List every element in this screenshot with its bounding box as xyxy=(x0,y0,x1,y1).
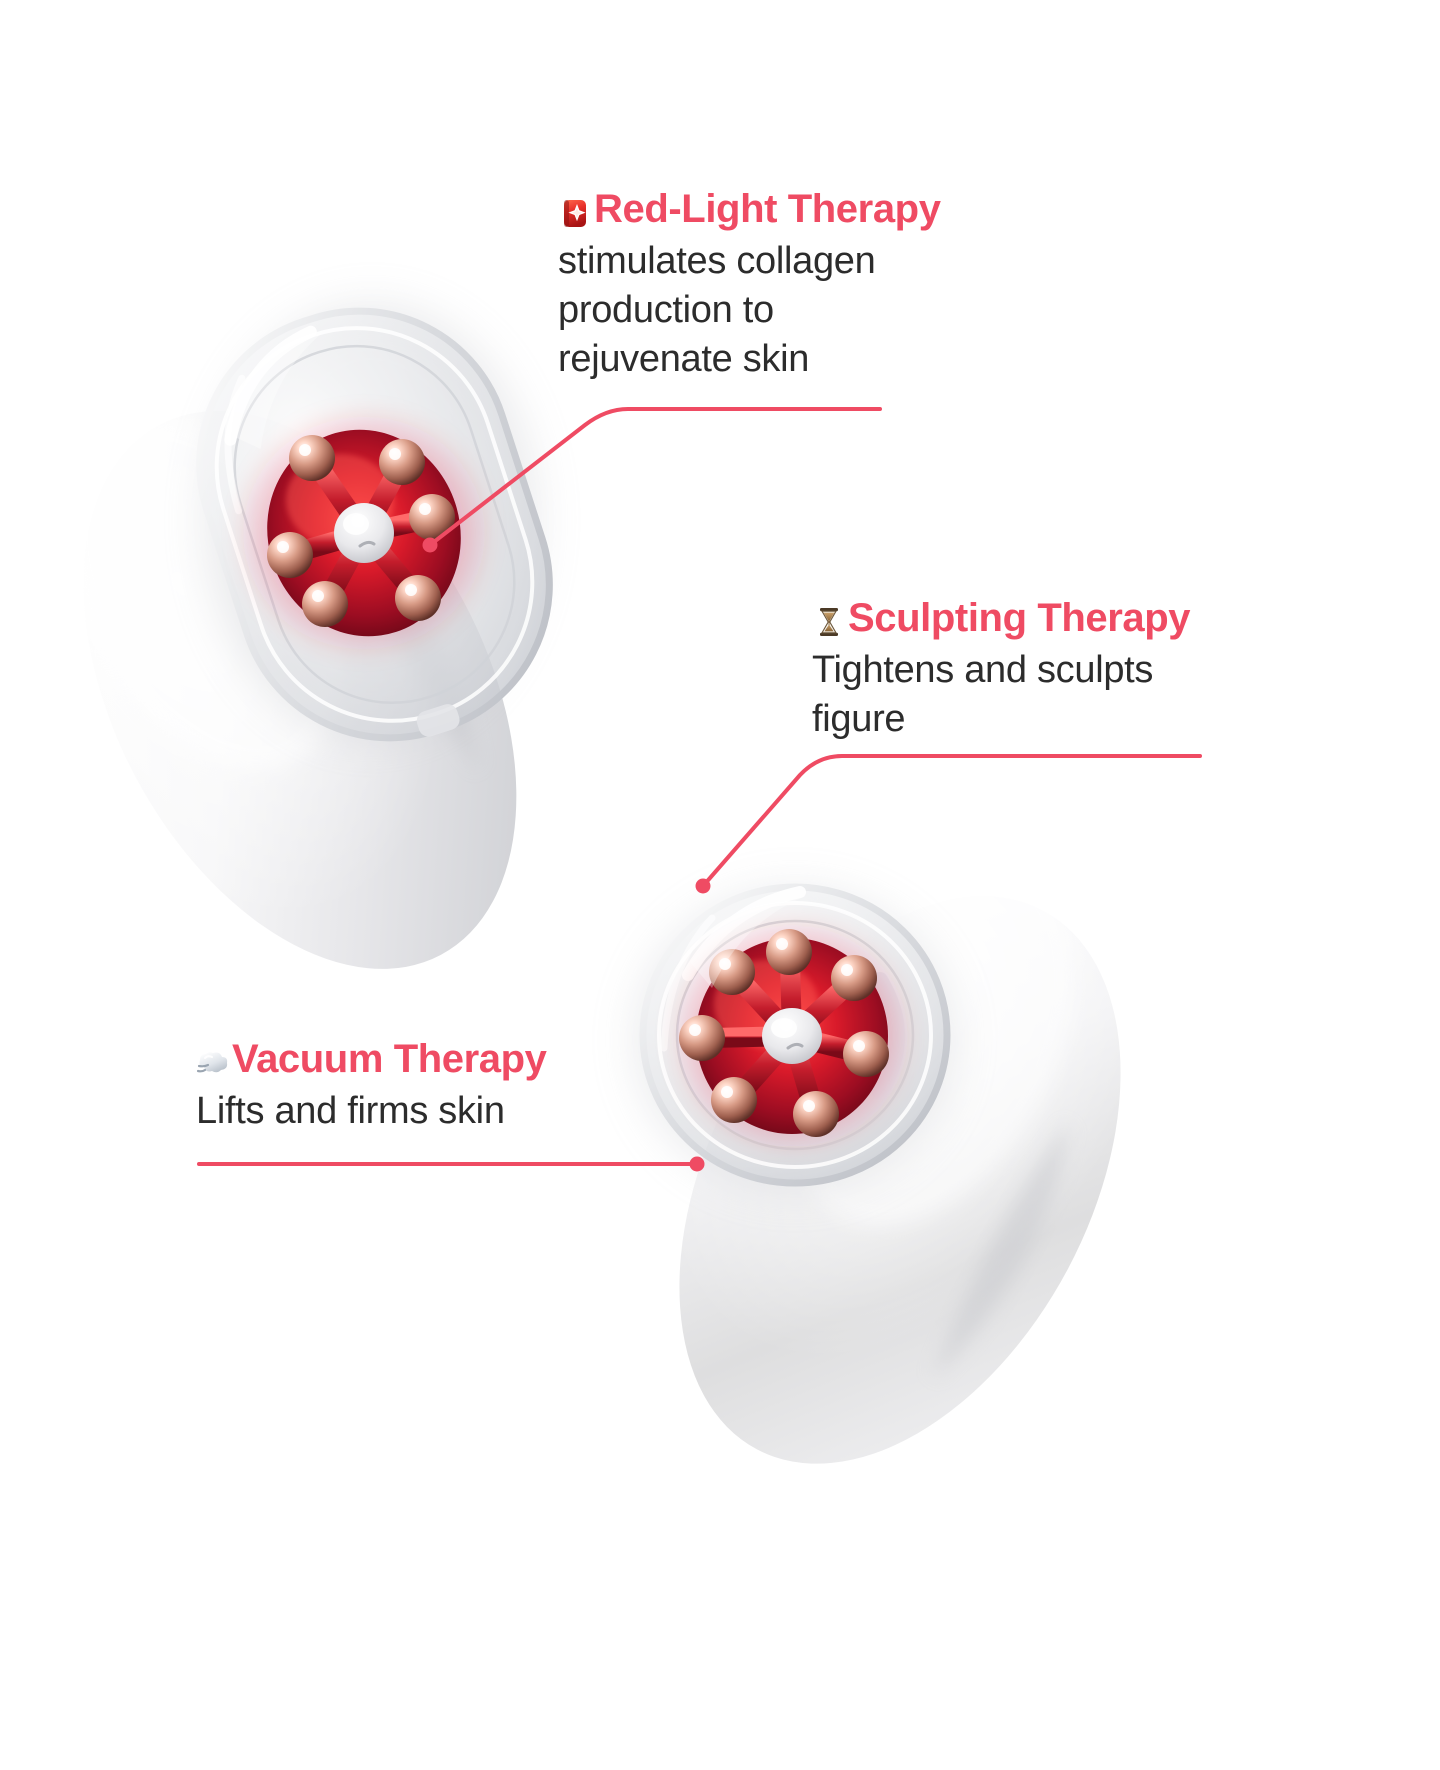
red-light-headline: Red-Light Therapy xyxy=(558,186,941,233)
connector-red-light xyxy=(422,407,882,553)
air-puff-icon xyxy=(196,1044,230,1078)
red-light-body-line-2: production to xyxy=(558,289,774,332)
device-upper-left xyxy=(66,305,553,969)
sculpting-body: Tightens and sculpts figure xyxy=(812,646,1190,744)
clear-dome-cup-lower xyxy=(639,883,951,1187)
sculpting-headline: Sculpting Therapy xyxy=(812,595,1191,642)
red-light-chamber-lower xyxy=(696,938,888,1134)
vacuum-headline-text: Vacuum Therapy xyxy=(232,1037,547,1081)
clear-dome-cup-upper xyxy=(196,307,553,742)
electrode-array-upper xyxy=(267,435,455,627)
red-light-body-line-1: stimulates collagen xyxy=(558,240,876,283)
vacuum-body: Lifts and firms skin xyxy=(196,1087,547,1136)
red-light-body-line-3: rejuvenate skin xyxy=(558,338,810,381)
connector-sculpting xyxy=(695,754,1202,894)
sculpting-body-line-2: figure xyxy=(812,698,906,741)
red-light-headline-text: Red-Light Therapy xyxy=(594,187,941,231)
red-light-body: stimulates collagen production to rejuve… xyxy=(558,237,941,384)
callout-vacuum: Vacuum Therapy Lifts and firms skin xyxy=(196,1036,547,1136)
sculpting-headline-text: Sculpting Therapy xyxy=(848,596,1191,640)
vacuum-body-line-1: Lifts and firms skin xyxy=(196,1090,505,1133)
connector-vacuum xyxy=(197,1156,705,1172)
sculpting-body-line-1: Tightens and sculpts xyxy=(812,649,1154,692)
callout-sculpting: Sculpting Therapy Tightens and sculpts f… xyxy=(812,595,1191,744)
electrode-array-lower xyxy=(679,929,889,1137)
red-light-chamber-upper xyxy=(267,429,461,637)
device-lower-right xyxy=(635,863,1121,1464)
callout-red-light: Red-Light Therapy stimulates collagen pr… xyxy=(558,186,941,384)
red-sparkle-square-icon xyxy=(558,194,592,228)
hourglass-icon xyxy=(812,603,846,637)
vacuum-headline: Vacuum Therapy xyxy=(196,1036,547,1083)
